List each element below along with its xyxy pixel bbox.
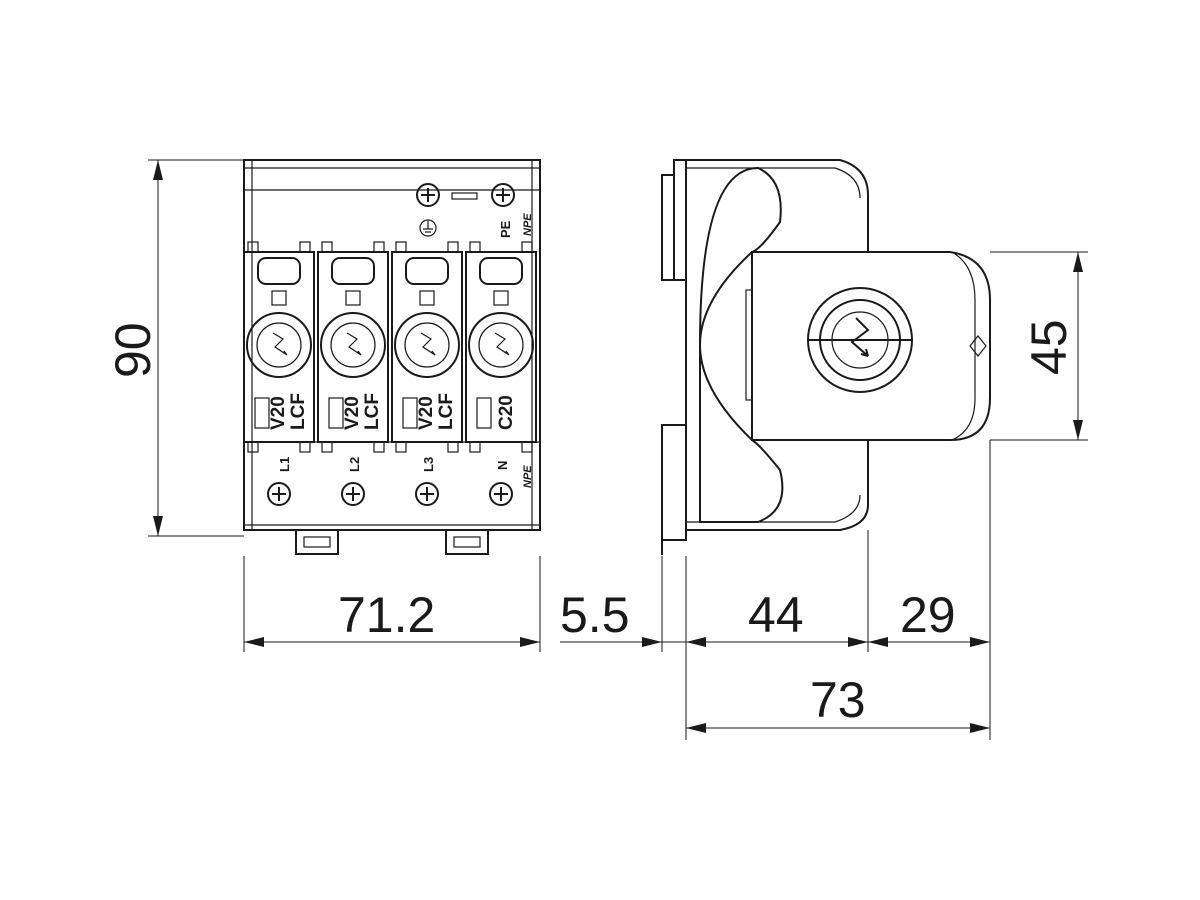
dim-73-text: 73	[810, 672, 866, 728]
lightning-logo-icon	[807, 287, 913, 393]
terminal-l1: L1	[267, 457, 292, 506]
module-1-variant: LCF	[288, 393, 309, 430]
terminal-n-label: N	[495, 461, 510, 470]
top-terminal-right	[491, 183, 515, 207]
module-4: C20	[465, 241, 537, 453]
din-clip-right	[445, 529, 489, 555]
module-4-type: C20	[496, 395, 517, 430]
front-view: PE NPE V20 LCF	[243, 159, 541, 555]
npe-label-bottom: NPE	[522, 465, 534, 488]
dim-90-text: 90	[105, 322, 161, 378]
dim-29-text: 29	[900, 587, 956, 643]
module-3-type: V20	[416, 396, 437, 430]
module-2-type: V20	[342, 396, 363, 430]
terminal-l3: L3	[415, 457, 439, 506]
din-clip-left	[295, 529, 339, 555]
dim-45-text: 45	[1021, 319, 1077, 375]
dim-44-text: 44	[748, 587, 804, 643]
side-view	[661, 159, 991, 555]
pe-label: PE	[498, 220, 513, 238]
module-2-variant: LCF	[362, 393, 383, 430]
terminal-n: N	[489, 461, 513, 506]
module-3: V20 LCF	[391, 241, 463, 453]
dim-71-2-text: 71.2	[338, 587, 435, 643]
terminal-l3-label: L3	[421, 457, 436, 472]
module-1: V20 LCF	[243, 241, 315, 453]
module-1-type: V20	[268, 396, 289, 430]
npe-label-top: NPE	[522, 213, 534, 236]
top-terminal-left	[416, 183, 440, 207]
module-2: V20 LCF	[317, 241, 389, 453]
module-3-variant: LCF	[436, 393, 457, 430]
terminal-l1-label: L1	[277, 457, 292, 472]
dimension-row-1: 71.2 5.5 44 29	[243, 440, 991, 740]
ground-icon	[419, 219, 437, 237]
dimension-90: 90	[105, 159, 244, 537]
terminal-l2: L2	[341, 457, 365, 506]
dim-5-5-text: 5.5	[560, 587, 630, 643]
dimension-45: 45	[990, 251, 1088, 441]
dimension-73: 73	[686, 672, 990, 733]
terminal-l2-label: L2	[347, 457, 362, 472]
